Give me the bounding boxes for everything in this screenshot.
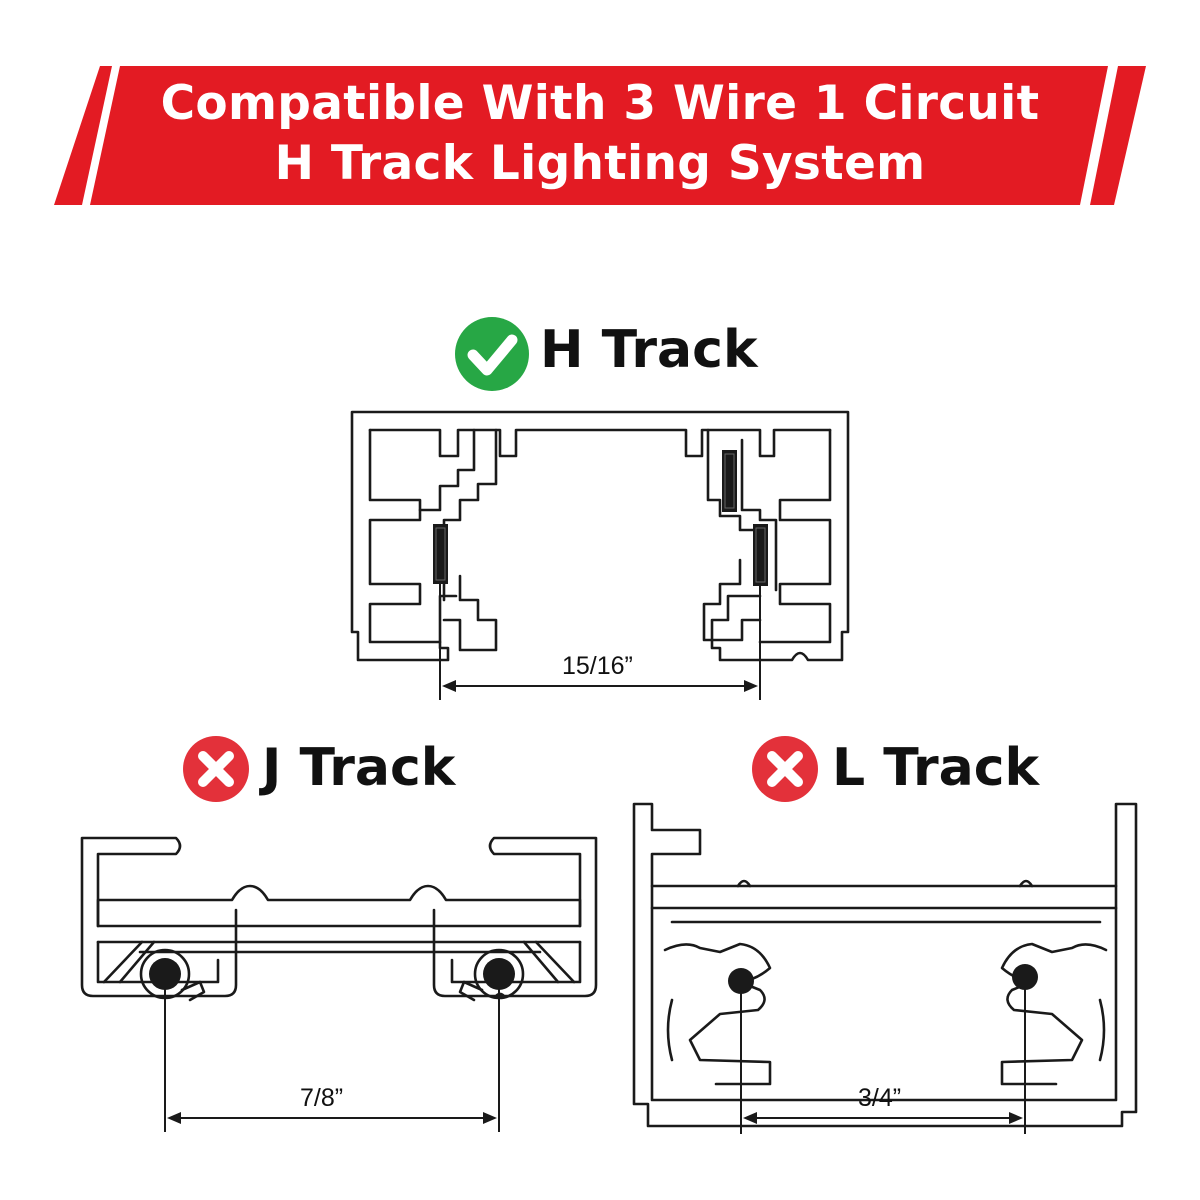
title-banner [54, 66, 1146, 205]
l-track-profile [632, 802, 1138, 1128]
cross-icon [752, 736, 818, 802]
check-icon [455, 317, 529, 391]
banner-background [90, 66, 1108, 205]
h-dimension-label: 15/16” [562, 652, 633, 680]
j-track-label: J Track [262, 738, 456, 798]
j-track-profile [80, 836, 598, 1002]
banner-line-1: Compatible With 3 Wire 1 Circuit [160, 76, 1040, 131]
banner-stripe-right [1090, 66, 1146, 205]
h-track-profile [350, 410, 850, 662]
h-dimension-line [439, 584, 761, 700]
banner-line-2: H Track Lighting System [274, 136, 926, 191]
banner-stripe-left [54, 66, 112, 205]
h-track-label: H Track [540, 320, 758, 380]
l-dimension-line [740, 977, 1026, 1134]
j-dimension-label: 7/8” [300, 1084, 344, 1112]
l-track-label: L Track [832, 738, 1040, 798]
l-dimension-label: 3/4” [858, 1084, 902, 1112]
cross-icon [183, 736, 249, 802]
j-dimension-line [164, 974, 500, 1132]
